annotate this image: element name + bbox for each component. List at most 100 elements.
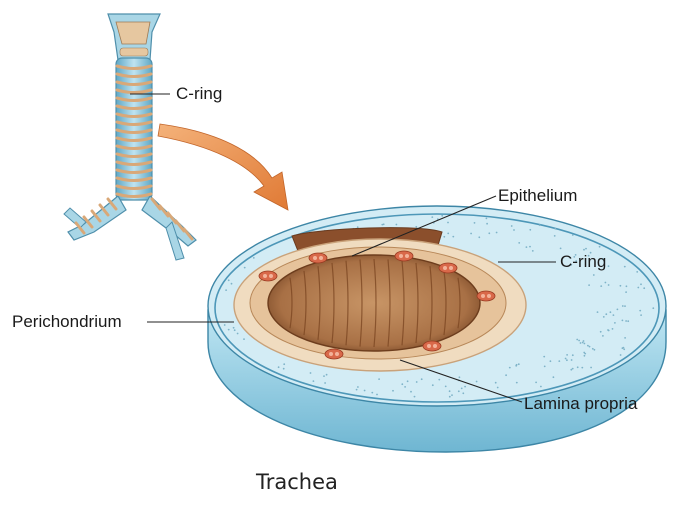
stipple-dot: [584, 343, 586, 345]
stipple-dot: [643, 287, 645, 289]
stipple-dot: [381, 224, 383, 226]
stipple-dot: [516, 382, 518, 384]
stipple-dot: [228, 329, 230, 331]
stipple-dot: [509, 367, 511, 369]
stipple-dot: [581, 367, 583, 369]
stipple-dot: [313, 380, 315, 382]
stipple-dot: [605, 313, 607, 315]
stipple-dot: [624, 337, 626, 339]
stipple-dot: [605, 282, 607, 284]
stipple-dot: [539, 224, 541, 226]
stipple-dot: [438, 379, 440, 381]
stipple-dot: [529, 246, 531, 248]
stipple-dot: [624, 266, 626, 268]
stipple-dot: [364, 390, 366, 392]
stipple-dot: [640, 283, 642, 285]
stipple-dot: [445, 386, 447, 388]
stipple-dot: [572, 354, 574, 356]
stipple-dot: [588, 284, 590, 286]
stipple-dot: [623, 348, 625, 350]
stipple-dot: [513, 229, 515, 231]
stipple-dot: [357, 226, 359, 228]
stipple-dot: [532, 250, 534, 252]
stipple-dot: [612, 328, 614, 330]
stipple-dot: [608, 284, 610, 286]
stipple-dot: [496, 232, 498, 234]
stipple-dot: [577, 366, 579, 368]
stipple-dot: [283, 368, 285, 370]
stipple-dot: [253, 257, 255, 259]
stipple-dot: [441, 215, 443, 217]
stipple-dot: [511, 225, 513, 227]
stipple-dot: [431, 216, 433, 218]
stipple-dot: [584, 355, 586, 357]
label-perichondrium: Perichondrium: [12, 312, 122, 332]
stipple-dot: [225, 289, 227, 291]
stipple-dot: [407, 380, 409, 382]
stipple-dot: [566, 359, 568, 361]
stipple-dot: [447, 233, 449, 235]
gland: [259, 271, 277, 281]
stipple-dot: [415, 226, 417, 228]
stipple-dot: [572, 234, 574, 236]
stipple-dot: [326, 374, 328, 376]
stipple-dot: [570, 369, 572, 371]
stipple-dot: [461, 388, 463, 390]
stipple-dot: [610, 311, 612, 313]
stipple-dot: [310, 372, 312, 374]
stipple-dot: [452, 236, 454, 238]
stipple-dot: [599, 246, 601, 248]
stipple-dot: [476, 381, 478, 383]
stipple-dot: [283, 363, 285, 365]
stipple-dot: [600, 331, 602, 333]
stipple-dot: [432, 384, 434, 386]
gland: [325, 349, 343, 359]
stipple-dot: [486, 223, 488, 225]
stipple-dot: [627, 320, 629, 322]
gland: [423, 341, 441, 351]
stipple-dot: [587, 345, 589, 347]
stipple-dot: [625, 320, 627, 322]
stipple-dot: [572, 368, 574, 370]
stipple-dot: [401, 383, 403, 385]
label-lamina-propria: Lamina propria: [524, 394, 637, 414]
stipple-dot: [526, 246, 528, 248]
stipple-dot: [602, 335, 604, 337]
stipple-dot: [410, 391, 412, 393]
stipple-dot: [620, 285, 622, 287]
stipple-dot: [624, 305, 626, 307]
stipple-dot: [637, 287, 639, 289]
stipple-dot: [244, 267, 246, 269]
stipple-dot: [529, 229, 531, 231]
stipple-dot: [593, 274, 595, 276]
label-epithelium: Epithelium: [498, 186, 577, 206]
stipple-dot: [237, 333, 239, 335]
stipple-dot: [278, 366, 280, 368]
stipple-dot: [594, 349, 596, 351]
stipple-dot: [243, 338, 245, 340]
stipple-dot: [443, 236, 445, 238]
stipple-dot: [566, 354, 568, 356]
stipple-dot: [535, 382, 537, 384]
stipple-dot: [578, 340, 580, 342]
stipple-dot: [233, 327, 235, 329]
stipple-dot: [486, 218, 488, 220]
stipple-dot: [231, 283, 233, 285]
stipple-dot: [550, 360, 552, 362]
stipple-dot: [357, 386, 359, 388]
stipple-dot: [416, 381, 418, 383]
stipple-dot: [543, 356, 545, 358]
stipple-dot: [488, 232, 490, 234]
stipple-dot: [323, 375, 325, 377]
stipple-dot: [558, 360, 560, 362]
stipple-dot: [554, 228, 556, 230]
stipple-dot: [234, 329, 236, 331]
stipple-dot: [404, 386, 406, 388]
stipple-dot: [583, 340, 585, 342]
stipple-dot: [580, 342, 582, 344]
stipple-dot: [565, 358, 567, 360]
stipple-dot: [620, 354, 622, 356]
stipple-dot: [462, 392, 464, 394]
stipple-dot: [540, 386, 542, 388]
stipple-dot: [623, 347, 625, 349]
